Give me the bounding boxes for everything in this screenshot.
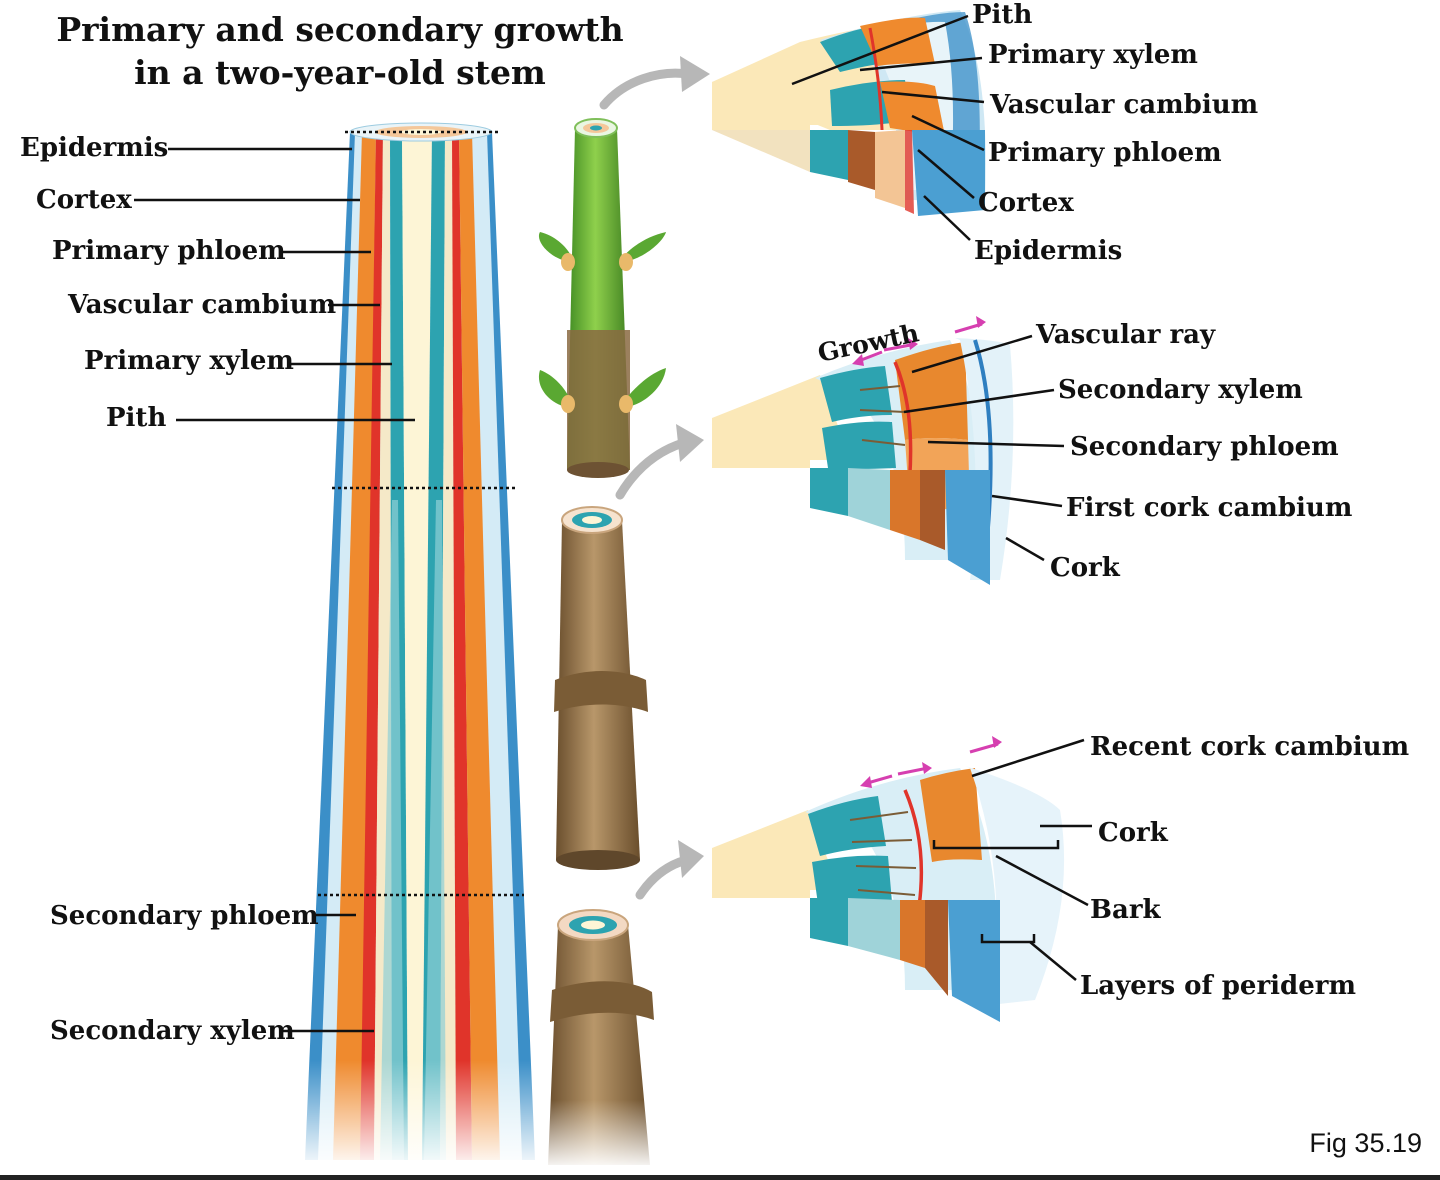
s3-label-layers-of-periderm: Layers of periderm: [1080, 971, 1356, 1001]
leader-s1-primary-xylem: [859, 56, 983, 72]
title-line-2: in a two-year-old stem: [134, 53, 546, 92]
stem-label-primary-phloem: Primary phloem: [52, 236, 286, 266]
stem-label-pith: Pith: [106, 403, 167, 433]
leader-s3-bark: [995, 854, 1089, 907]
s2-label-secondary-phloem: Secondary phloem: [1070, 432, 1339, 462]
leader-s1-pith: [791, 14, 969, 86]
stem-label-vascular-cambium: Vascular cambium: [68, 290, 337, 320]
s1-label-primary-xylem: Primary xylem: [988, 40, 1198, 70]
stem-leader-lines: [134, 147, 415, 1033]
s2-label-vascular-ray: Vascular ray: [1036, 320, 1216, 350]
leader-s3-periderm: [1029, 941, 1077, 981]
leader-s3-recent-cork-cambium: [971, 738, 1085, 778]
cross-section-year1: [712, 338, 1014, 585]
cross-section-year2: [712, 766, 1065, 1022]
leader-s2-first-cork-cambium: [991, 494, 1063, 508]
leader-s2-secondary-xylem: [903, 388, 1055, 414]
s1-label-pith: Pith: [972, 0, 1033, 30]
s3-label-bark: Bark: [1090, 895, 1161, 925]
figure-number: Fig 35.19: [1309, 1128, 1422, 1158]
section-leader-lines: [791, 14, 1092, 981]
pointer-arrowheads: [676, 56, 710, 878]
stem-secondary-xylem-right: [424, 500, 446, 1160]
periderm-bracket: [980, 934, 1036, 944]
arrow-to-section2: [615, 438, 688, 500]
one-year-bark-twig: [554, 506, 648, 870]
stem-label-cortex: Cortex: [36, 185, 132, 215]
leader-s1-primary-phloem: [911, 114, 985, 152]
arrow-to-section3: [635, 855, 691, 900]
cross-section-primary: [712, 10, 986, 216]
bark-bracket: [932, 840, 1060, 850]
stem-label-secondary-xylem: Secondary xylem: [50, 1016, 295, 1046]
diagram-title: Primary and secondary growth in a two-ye…: [20, 8, 660, 94]
leader-s1-epidermis: [923, 195, 971, 241]
stem-phloem-right: [459, 132, 500, 1160]
s2-label-secondary-xylem: Secondary xylem: [1058, 375, 1303, 405]
s1-label-cortex: Cortex: [978, 188, 1074, 218]
two-year-bark-twig: [540, 909, 660, 1170]
s3-label-cork: Cork: [1098, 818, 1168, 848]
leader-s1-vascular-cambium: [881, 90, 985, 104]
stem-bottom-fade: [295, 1060, 545, 1170]
s1-label-vascular-cambium: Vascular cambium: [990, 90, 1259, 120]
s1-label-primary-phloem: Primary phloem: [988, 138, 1222, 168]
stem-longitudinal-section: [295, 122, 545, 1170]
stem-cambium-left: [360, 132, 383, 1160]
stem-secondary-xylem-left: [380, 500, 404, 1160]
leader-s2-vascular-ray: [911, 334, 1033, 374]
s2-label-first-cork-cambium: First cork cambium: [1066, 493, 1353, 523]
leader-s2-secondary-phloem: [927, 440, 1065, 448]
s1-label-epidermis: Epidermis: [974, 236, 1123, 266]
growth-arrows-year2: [860, 736, 1002, 788]
bottom-divider: [0, 1175, 1440, 1180]
leader-s2-cork: [1005, 536, 1045, 562]
stem-top-cap-pith: [401, 129, 441, 135]
title-line-1: Primary and secondary growth: [56, 10, 624, 49]
stem-cambium-right: [452, 132, 472, 1160]
stem-label-epidermis: Epidermis: [20, 133, 169, 163]
growth-arrows-year1: [852, 316, 986, 366]
young-green-twig: [538, 118, 666, 478]
s3-label-recent-cork-cambium: Recent cork cambium: [1090, 732, 1410, 762]
stem-label-primary-xylem: Primary xylem: [84, 346, 294, 376]
arrow-to-section1: [599, 68, 693, 110]
s2-label-cork: Cork: [1050, 553, 1120, 583]
stem-label-secondary-phloem: Secondary phloem: [50, 901, 319, 931]
leader-s1-cortex: [917, 149, 975, 199]
